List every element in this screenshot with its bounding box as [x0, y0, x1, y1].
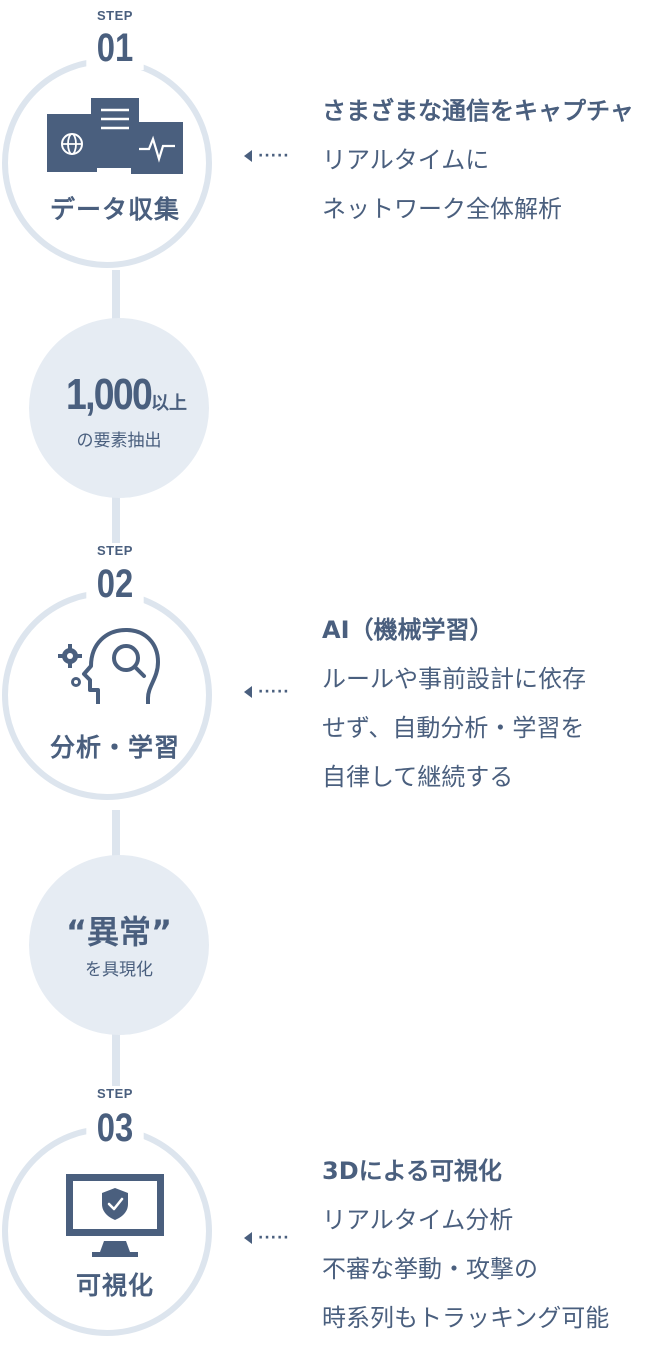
step-2-desc-line: ルールや事前設計に依存 [322, 665, 586, 693]
step-2-label: STEP [85, 543, 145, 559]
step-2-desc-line: せず、自動分析・学習を [322, 714, 585, 742]
step-2-arrow: ····· [244, 685, 308, 699]
step-3-description: 3Dによる可視化 リアルタイム分析 不審な挙動・攻撃の 時系列もトラッキング可能 [322, 1146, 667, 1343]
network-capture-icon [45, 94, 185, 180]
step-3-arrow: ····· [244, 1231, 308, 1245]
timeline-line-4 [112, 1030, 120, 1090]
connector-1-sub: の要素抽出 [76, 431, 162, 451]
step-3-title: 可視化 [75, 1271, 154, 1300]
step-2-title: 分析・学習 [49, 733, 180, 762]
step-1-label: STEP [85, 8, 145, 24]
monitor-shield-icon [64, 1172, 166, 1262]
step-1-description: さまざまな通信をキャプチャ リアルタイムに ネットワーク全体解析 [322, 86, 667, 234]
connector-1-suffix: 以上 [151, 393, 188, 414]
step-1-desc-line: ネットワーク全体解析 [322, 195, 562, 223]
step-3-label: STEP [85, 1086, 145, 1102]
step-1-arrow: ····· [244, 149, 308, 163]
step-1-desc-heading: さまざまな通信をキャプチャ [322, 97, 634, 125]
step-2-description: AI（機械学習） ルールや事前設計に依存 せず、自動分析・学習を 自律して継続す… [322, 605, 667, 802]
step-3-number: 03 [86, 1106, 144, 1150]
step-2-number: 02 [86, 562, 144, 606]
timeline-line-3 [112, 810, 120, 870]
step-1-desc-line: リアルタイムに [322, 146, 490, 174]
timeline-line-1 [112, 270, 120, 330]
connector-1-main: 1,000以上 [29, 370, 209, 420]
ai-head-gears-icon [54, 622, 164, 716]
step-3-desc-line: 不審な挙動・攻撃の [322, 1255, 538, 1283]
step-1-title: データ収集 [49, 195, 180, 224]
step-2-desc-heading: AI（機械学習） [322, 616, 494, 644]
connector-2-sub: を具現化 [85, 960, 153, 980]
step-1-number: 01 [86, 26, 144, 70]
connector-1-number: 1,000 [65, 370, 153, 419]
step-2-desc-line: 自律して継続する [322, 763, 514, 791]
connector-1-circle: 1,000以上 の要素抽出 [29, 318, 209, 498]
step-3-desc-heading: 3Dによる可視化 [322, 1157, 502, 1185]
connector-2-circle: “異常” を具現化 [29, 855, 209, 1035]
timeline-line-2 [112, 492, 120, 552]
connector-2-main: “異常” [65, 913, 173, 951]
step-3-desc-line: 時系列もトラッキング可能 [322, 1304, 610, 1332]
step-3-desc-line: リアルタイム分析 [322, 1206, 514, 1234]
